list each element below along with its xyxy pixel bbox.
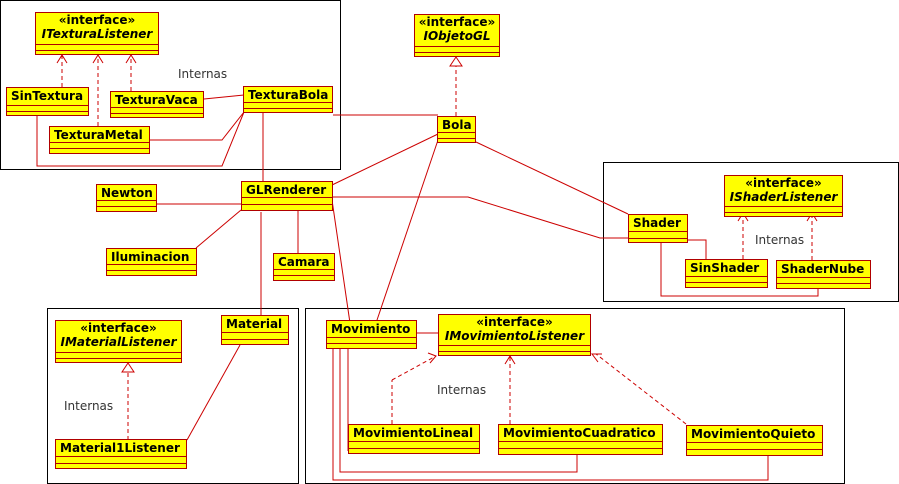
class-texturabola[interactable]: TexturaBola <box>243 86 333 113</box>
class-imateriallistener[interactable]: «interface» IMaterialListener <box>55 320 182 363</box>
class-newton[interactable]: Newton <box>96 184 157 212</box>
class-sinshader[interactable]: SinShader <box>685 259 768 288</box>
class-iobjetogl[interactable]: «interface» IObjetoGL <box>414 14 500 57</box>
edge-movimiento-quieto <box>332 349 769 481</box>
edge-shader-shadernube <box>660 242 819 297</box>
class-name: GLRenderer <box>246 183 327 197</box>
edge-bola-glrenderer <box>331 133 439 186</box>
label-internas-textura: Internas <box>178 67 228 81</box>
class-name: MovimientoCuadratico <box>503 426 656 440</box>
class-movimientocuadratico[interactable]: MovimientoCuadratico <box>498 424 663 455</box>
class-name: Material <box>226 317 283 331</box>
triangle-iobjetogl <box>449 56 463 67</box>
class-name: Material1Listener <box>60 441 180 455</box>
class-name: Movimiento <box>331 322 411 336</box>
class-texturavaca[interactable]: TexturaVaca <box>110 91 204 118</box>
edge-sintextura-texturabola <box>36 111 245 167</box>
class-name: SinShader <box>690 261 760 275</box>
class-name: IMovimientoListener <box>444 329 585 343</box>
class-name: TexturaBola <box>248 88 329 102</box>
arrow-head-7 <box>504 355 516 365</box>
label-internas-shader: Internas <box>755 233 805 247</box>
class-name: TexturaVaca <box>115 93 198 107</box>
class-material1listener[interactable]: Material1Listener <box>55 439 187 469</box>
label-internas-movimiento: Internas <box>437 383 487 397</box>
edge-material-material1listener <box>186 344 241 441</box>
class-name: SinTextura <box>11 89 84 103</box>
stereotype-label: «interface» <box>80 321 157 335</box>
class-texturametal[interactable]: TexturaMetal <box>49 126 150 154</box>
edge-movimiento-cuadratico <box>339 349 578 473</box>
class-name: IMaterialListener <box>60 335 177 349</box>
class-name: IShaderListener <box>729 190 838 204</box>
edge-iluminacion-glrenderer <box>195 209 242 249</box>
class-name: Camara <box>278 255 330 269</box>
class-name: Iluminacion <box>111 250 190 264</box>
class-name: ITexturaListener <box>41 27 153 41</box>
label-internas-material: Internas <box>64 399 114 413</box>
class-movimiento[interactable]: Movimiento <box>326 320 417 349</box>
class-sintextura[interactable]: SinTextura <box>6 87 89 116</box>
class-movimientoquieto[interactable]: MovimientoQuieto <box>686 425 823 456</box>
class-name: Bola <box>442 118 472 132</box>
edge-bola-movimiento <box>375 139 439 324</box>
class-iluminacion[interactable]: Iluminacion <box>106 248 197 276</box>
class-itexturalistener[interactable]: «interface» ITexturaListener <box>35 12 159 55</box>
triangle-imateriallistener <box>121 362 135 373</box>
edge-movimiento-glrenderer <box>331 199 351 324</box>
class-ishaderlistener[interactable]: «interface» IShaderListener <box>724 175 843 217</box>
class-shader[interactable]: Shader <box>628 214 688 243</box>
class-name: MovimientoLineal <box>353 426 474 440</box>
stereotype-label: «interface» <box>476 315 553 329</box>
arrow-head-1 <box>56 54 68 64</box>
arrow-head-2 <box>92 54 104 64</box>
class-name: Newton <box>101 186 153 200</box>
arrow-head-3 <box>125 54 137 64</box>
class-camara[interactable]: Camara <box>273 253 335 281</box>
realization-quieto <box>595 353 687 425</box>
arrow-head-6 <box>427 352 437 364</box>
stereotype-label: «interface» <box>745 176 822 190</box>
class-material[interactable]: Material <box>221 315 289 345</box>
edge-glrenderer-shader <box>332 196 628 239</box>
stereotype-label: «interface» <box>58 13 136 27</box>
class-bola[interactable]: Bola <box>437 116 476 143</box>
class-shadernube[interactable]: ShaderNube <box>776 260 871 289</box>
stereotype-label: «interface» <box>418 15 496 29</box>
class-imovimientolistener[interactable]: «interface» IMovimientoListener <box>438 314 591 356</box>
edge-texturavaca-texturabola <box>203 94 245 100</box>
class-name: IObjetoGL <box>423 29 491 43</box>
realization-lineal-b <box>391 355 437 381</box>
arrow-head-8 <box>591 353 602 363</box>
class-glrenderer[interactable]: GLRenderer <box>241 181 333 211</box>
class-movimientolineal[interactable]: MovimientoLineal <box>348 424 480 454</box>
class-name: ShaderNube <box>781 262 865 276</box>
edge-texturametal-texturabola <box>150 111 245 141</box>
class-name: Shader <box>633 216 681 230</box>
edge-shader-sinshader <box>688 239 707 262</box>
class-name: MovimientoQuieto <box>691 427 816 441</box>
class-name: TexturaMetal <box>54 128 143 142</box>
edge-bola-shader <box>475 141 629 215</box>
